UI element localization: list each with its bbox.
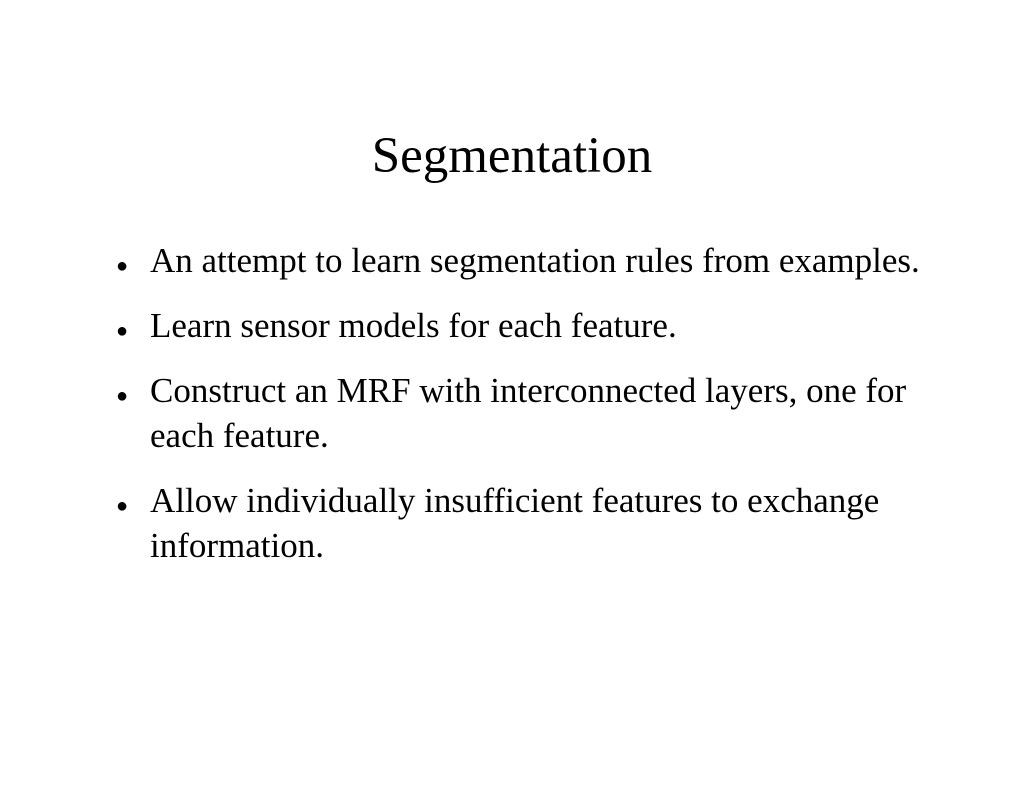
bullet-item-1: ● An attempt to learn segmentation rules… xyxy=(112,238,942,283)
bullet-icon: ● xyxy=(116,495,129,517)
bullet-text: An attempt to learn segmentation rules f… xyxy=(150,241,920,280)
bullet-text: Construct an MRF with interconnected lay… xyxy=(150,371,907,455)
bullet-icon: ● xyxy=(116,385,129,407)
bullet-item-2: ● Learn sensor models for each feature. xyxy=(112,303,942,348)
bullet-item-4: ● Allow individually insufficient featur… xyxy=(112,478,942,568)
bullet-item-3: ● Construct an MRF with interconnected l… xyxy=(112,368,942,458)
slide-title: Segmentation xyxy=(371,128,653,184)
bullet-text: Learn sensor models for each feature. xyxy=(150,306,677,345)
bullet-list: ● An attempt to learn segmentation rules… xyxy=(112,238,942,588)
bullet-text: Allow individually insufficient features… xyxy=(150,481,880,565)
bullet-icon: ● xyxy=(116,320,129,342)
bullet-icon: ● xyxy=(116,255,129,277)
